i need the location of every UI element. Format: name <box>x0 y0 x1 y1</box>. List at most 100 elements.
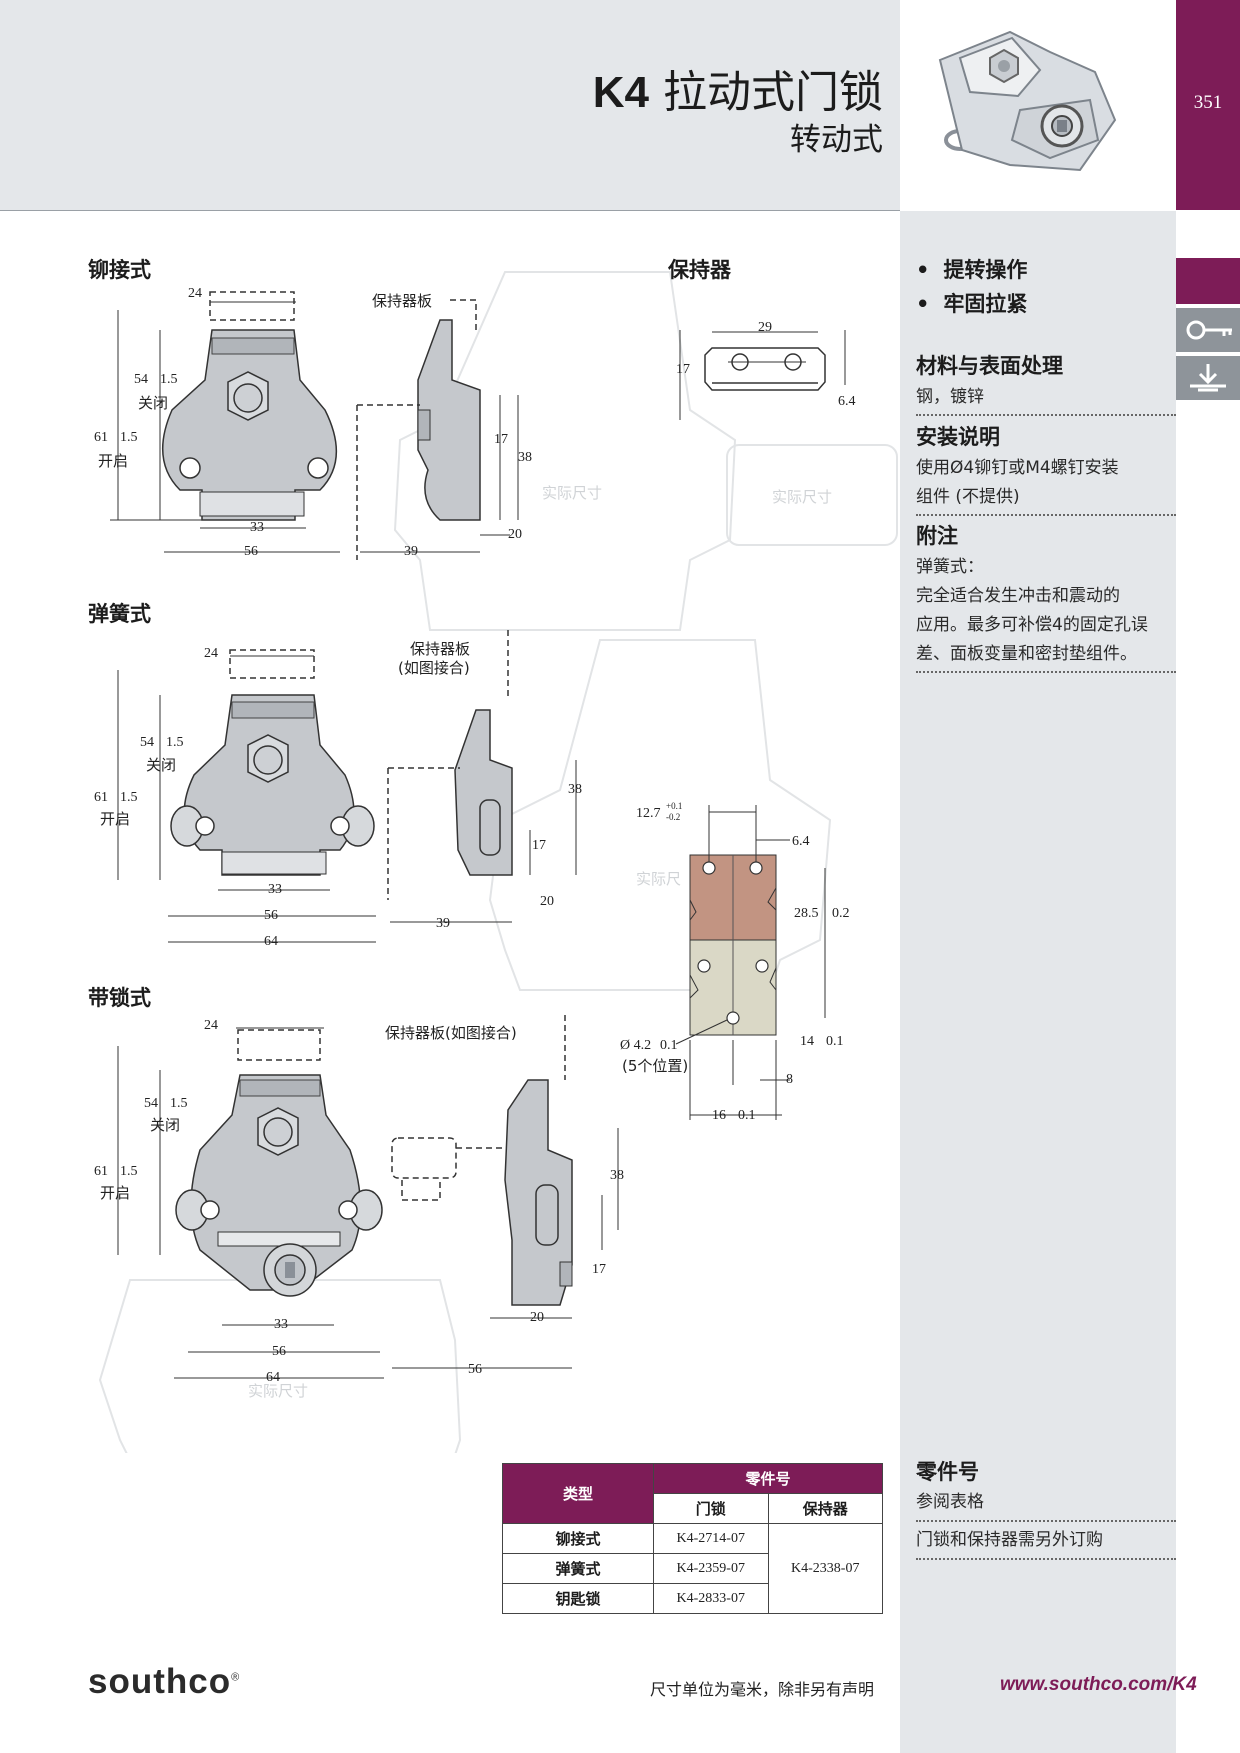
row-latch-pn: K4-2359-07 <box>653 1553 769 1584</box>
notes-line: 弹簧式： <box>916 557 984 577</box>
dim-label: 17 <box>494 432 508 447</box>
spring-latch-side <box>387 630 513 900</box>
dim-label: 33 <box>268 882 282 897</box>
dim-label: 56 <box>468 1362 482 1377</box>
dim-label: 17 <box>676 362 690 377</box>
section-rivet: 铆接式 <box>88 258 151 282</box>
parts-table: 类型 零件号 门锁 保持器 铆接式 K4-2714-07 K4-2338-07 … <box>502 1463 883 1614</box>
registered-mark: ® <box>231 1671 241 1684</box>
install-line: 使用Ø4铆钉或M4螺钉安装 <box>916 458 1119 478</box>
keeper-plate-label: (如图接合) <box>398 659 470 677</box>
install-tab[interactable] <box>1176 356 1240 400</box>
dim-tolerance: 0.1 <box>738 1108 756 1123</box>
notes-line: 应用。最多可补偿4的固定孔误 <box>916 615 1148 635</box>
material-text: 钢，镀锌 <box>916 387 984 407</box>
panel-hole-diagram <box>689 854 777 1036</box>
key-tab[interactable] <box>1176 308 1240 352</box>
dim-label: 61 <box>94 1164 108 1179</box>
actual-size-label: 实际尺 <box>636 870 682 888</box>
dim-label: 24 <box>204 646 218 661</box>
install-title: 安装说明 <box>916 425 1000 449</box>
header-band <box>0 0 900 210</box>
col-latch: 门锁 <box>653 1493 769 1524</box>
footer-note: 尺寸单位为毫米，除非另有声明 <box>650 1680 875 1699</box>
dim-label: 12.7 <box>636 806 661 821</box>
retainer-drawing <box>679 330 846 420</box>
row-type: 弹簧式 <box>502 1553 654 1584</box>
dim-label: 20 <box>508 527 522 542</box>
row-latch-pn: K4-2833-07 <box>653 1583 769 1614</box>
dim-tolerance: -0.2 <box>666 812 681 822</box>
rivet-dimension-lines <box>110 301 519 553</box>
divider <box>916 514 1176 516</box>
dim-label: Ø 4.2 <box>620 1038 652 1053</box>
page-number: 351 <box>1193 92 1223 113</box>
dim-tolerance: 1.5 <box>170 1096 188 1111</box>
dim-label: 38 <box>610 1168 624 1183</box>
lock-latch-front <box>175 1029 383 1297</box>
southco-logo: southco® <box>88 1662 240 1702</box>
keeper-plate-label: 保持器板 <box>410 640 471 658</box>
row-latch-pn: K4-2714-07 <box>653 1523 769 1554</box>
footer-url-link[interactable]: www.southco.com/K4 <box>1000 1674 1197 1695</box>
section-retainer: 保持器 <box>668 258 731 282</box>
feature-item: 牢固拉紧 <box>916 288 1174 318</box>
actual-size-label: 实际尺寸 <box>772 488 833 506</box>
notes-line: 完全适合发生冲击和震动的 <box>916 586 1120 606</box>
dim-label: 20 <box>540 894 554 909</box>
dim-tolerance: 0.1 <box>826 1034 844 1049</box>
dim-label: 33 <box>274 1317 288 1332</box>
actual-size-label: 实际尺寸 <box>542 484 603 502</box>
dim-label: 8 <box>786 1072 793 1087</box>
dim-label: 64 <box>264 934 278 949</box>
notes-line: 差、面板变量和密封垫组件。 <box>916 644 1137 664</box>
rivet-latch-front <box>161 291 337 521</box>
table-row: 弹簧式 K4-2359-07 <box>502 1553 883 1584</box>
dim-tolerance: 0.2 <box>832 906 850 921</box>
dim-tolerance: +0.1 <box>666 801 683 811</box>
parts-title: 零件号 <box>916 1460 979 1484</box>
divider <box>916 1520 1176 1522</box>
install-line: 组件 (不提供) <box>916 487 1020 507</box>
header-divider <box>0 210 900 211</box>
dim-label: 54 <box>140 735 154 750</box>
dim-label: 17 <box>592 1262 606 1277</box>
row-type: 铆接式 <box>502 1523 654 1554</box>
dim-label: 54 <box>144 1096 158 1111</box>
page-subtitle: 转动式 <box>790 122 883 158</box>
col-part: 零件号 <box>653 1463 883 1494</box>
product-photo <box>900 0 1176 210</box>
section-spring: 弹簧式 <box>88 602 151 626</box>
dim-label: 61 <box>94 790 108 805</box>
col-keeper: 保持器 <box>767 1493 883 1524</box>
section-lock: 带锁式 <box>88 986 151 1010</box>
keeper-plate-label: 保持器板 <box>372 292 433 310</box>
dim-tolerance: 1.5 <box>166 735 184 750</box>
col-type: 类型 <box>502 1463 654 1524</box>
technical-drawings <box>98 271 898 1453</box>
dim-label: 38 <box>518 450 532 465</box>
dim-label: 56 <box>264 908 278 923</box>
closed-label: 关闭 <box>146 756 177 774</box>
dim-label: 61 <box>94 430 108 445</box>
dim-label: 17 <box>532 838 546 853</box>
open-label: 开启 <box>100 810 131 828</box>
dim-label: 56 <box>272 1344 286 1359</box>
dim-label: 20 <box>530 1310 544 1325</box>
mount-icon <box>1190 364 1226 392</box>
dim-label: 6.4 <box>838 394 856 409</box>
hole-positions-label: (5个位置) <box>622 1057 689 1075</box>
row-type: 钥匙锁 <box>502 1583 654 1614</box>
dim-label: 33 <box>250 520 264 535</box>
panel-dimension-lines <box>675 805 826 1120</box>
spring-dimension-lines <box>117 655 577 943</box>
dim-tolerance: 1.5 <box>120 1164 138 1179</box>
lock-dimension-lines <box>117 1027 619 1379</box>
category-tab-active[interactable] <box>1176 258 1240 304</box>
closed-label: 关闭 <box>150 1116 181 1134</box>
dim-tolerance: 1.5 <box>120 430 138 445</box>
keeper-plate-label: 保持器板(如图接合) <box>385 1024 517 1042</box>
parts-line: 门锁和保持器需另外订购 <box>916 1530 1103 1550</box>
dim-label: 54 <box>134 372 148 387</box>
dim-label: 24 <box>188 286 202 301</box>
